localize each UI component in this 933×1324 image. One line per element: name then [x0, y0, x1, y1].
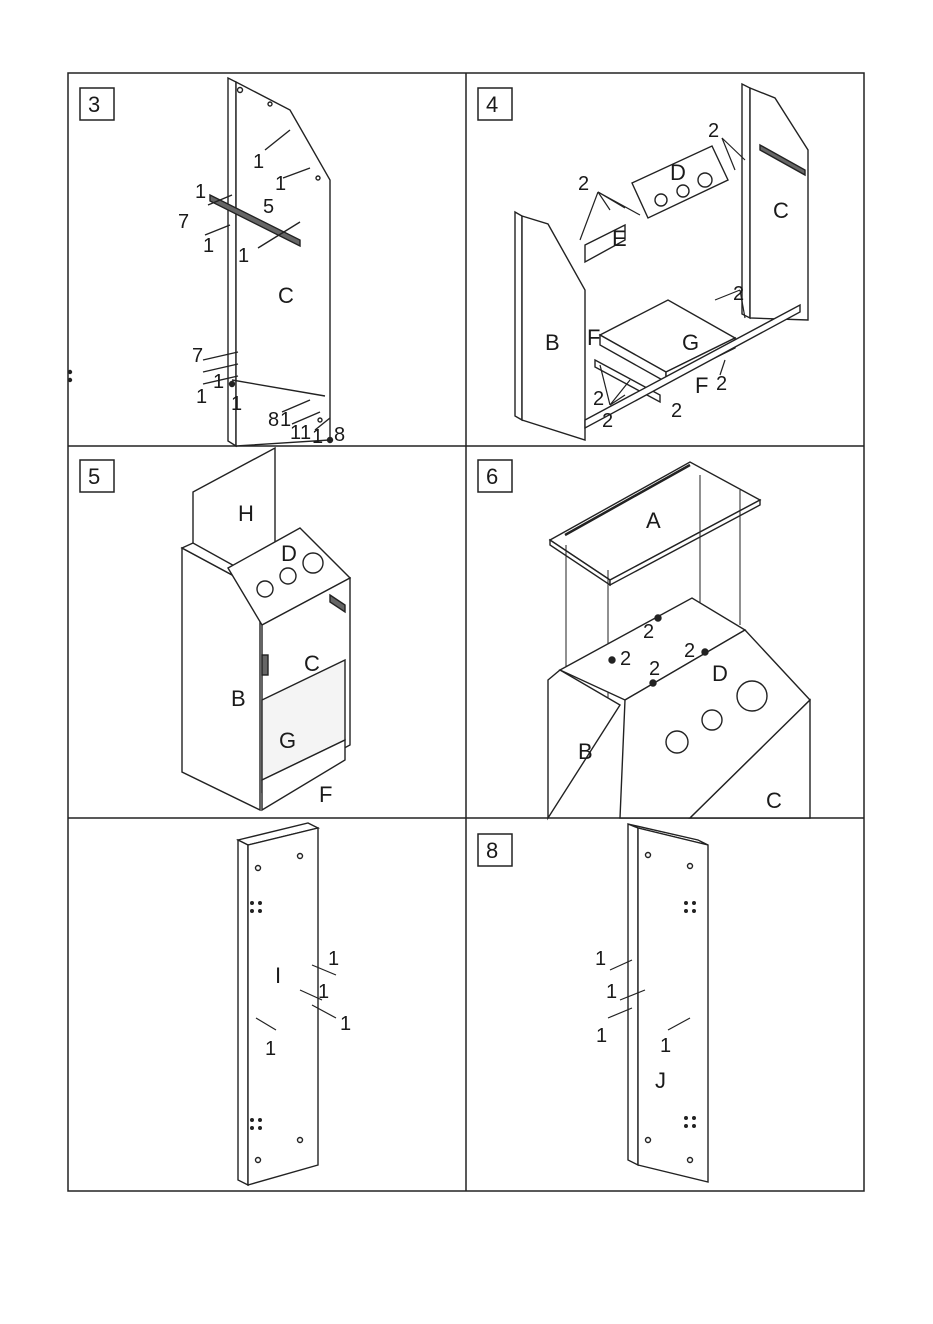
step-4-number: 4 [486, 92, 498, 117]
part-d-label: D [712, 661, 728, 686]
fastener-label: 1 [312, 426, 323, 448]
fastener-label: 1 [196, 386, 207, 408]
part-e-label: E [612, 226, 627, 251]
step-7-panel: I 1 1 1 1 [238, 823, 351, 1185]
part-d-label: D [670, 160, 686, 185]
fastener-label: 2 [643, 621, 654, 643]
part-h-label: H [238, 501, 254, 526]
fastener-label: 2 [620, 648, 631, 670]
part-f-label: F [587, 325, 600, 350]
step-8-number: 8 [486, 838, 498, 863]
fastener-label: 1 [238, 245, 249, 267]
fastener-label: 1 [318, 981, 329, 1003]
step-4-exploded-parts [515, 84, 808, 440]
fastener-label: 8 [334, 424, 345, 446]
fastener-label: 1 [660, 1035, 671, 1057]
fastener-label: 2 [733, 283, 744, 305]
part-a-label: A [646, 508, 661, 533]
fastener-label: 1 [595, 948, 606, 970]
part-c-label: C [766, 788, 782, 813]
fastener-label: 2 [649, 658, 660, 680]
part-c-label: C [304, 651, 320, 676]
part-c-label: C [773, 198, 789, 223]
fastener-label: 7 [178, 211, 189, 233]
fastener-label: 1 [253, 151, 264, 173]
step-8-panel: 8 J 1 1 1 1 [478, 824, 708, 1182]
part-b-label: B [545, 330, 560, 355]
fastener-label: 1 [275, 173, 286, 195]
part-j-label: J [655, 1068, 666, 1093]
fastener-label: 1 [328, 948, 339, 970]
fastener-label: 2 [578, 173, 589, 195]
part-b-label: B [578, 739, 593, 764]
step-3-number: 3 [88, 92, 100, 117]
fastener-label: 5 [263, 196, 274, 218]
part-d-label: D [281, 541, 297, 566]
cabinet-top-drawing [548, 598, 810, 818]
part-f-label: F [319, 782, 332, 807]
fastener-label: 2 [602, 410, 613, 432]
fastener-label: 1 [203, 235, 214, 257]
fastener-label: 1 [265, 1038, 276, 1060]
step-6-number: 6 [486, 464, 498, 489]
part-g-label: G [682, 330, 699, 355]
part-b-label: B [231, 686, 246, 711]
fastener-label: 1 [231, 393, 242, 415]
fastener-label: 2 [684, 640, 695, 662]
part-f-label: F [695, 373, 708, 398]
fastener-label: 2 [708, 120, 719, 142]
fastener-label: 1 [596, 1025, 607, 1047]
fastener-label: 7 [192, 345, 203, 367]
fastener-label: 1 [606, 981, 617, 1003]
fastener-label: 1 [213, 371, 224, 393]
fastener-label: 1 [195, 181, 206, 203]
cabinet-assembly-drawing [182, 448, 350, 810]
step-5-number: 5 [88, 464, 100, 489]
fastener-label: 2 [716, 373, 727, 395]
part-g-label: G [279, 728, 296, 753]
fastener-label: 8 [268, 409, 279, 431]
step-4-panel: 4 [478, 84, 808, 440]
fastener-label: 2 [671, 400, 682, 422]
step-6-panel: 6 A D B C 2 [478, 460, 810, 818]
part-c-label: C [278, 283, 294, 308]
fastener-label: 1 [300, 422, 311, 444]
step-5-panel: 5 H D C B G F [80, 448, 350, 810]
fastener-label: 1 [340, 1013, 351, 1035]
part-i-label: I [275, 963, 281, 988]
panel-i-drawing [238, 823, 318, 1185]
fastener-label: 2 [593, 388, 604, 410]
panel-j-drawing [628, 824, 708, 1182]
step-3-panel: 3 C 1 [69, 78, 346, 448]
